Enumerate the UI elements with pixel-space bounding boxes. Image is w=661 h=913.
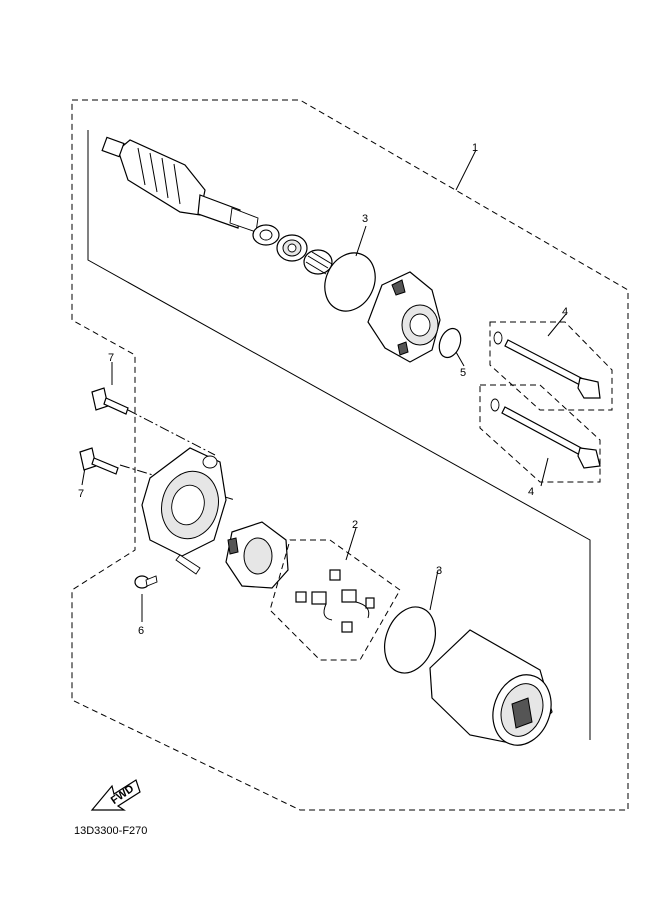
callout-5: 5 [460, 367, 466, 379]
leader-1 [455, 149, 477, 191]
callout-1: 1 [472, 142, 478, 154]
callout-2: 2 [352, 519, 358, 531]
brush-holder [225, 521, 289, 589]
armature [101, 136, 259, 233]
o-ring-lower [384, 606, 436, 674]
assembly-boundary-dashed [71, 99, 629, 811]
axis-upper-bolt [127, 409, 216, 456]
leader-2 [345, 527, 357, 561]
callout-7-top: 7 [108, 352, 114, 364]
mounting-bolt-upper [91, 387, 129, 415]
rear-cover [141, 447, 227, 575]
leader-4-top [547, 313, 567, 337]
leader-5 [455, 351, 465, 367]
callout-4-top: 4 [562, 306, 568, 318]
bolt-group-top-box [489, 321, 613, 411]
bearing [276, 234, 308, 262]
callout-3-top: 3 [362, 213, 368, 225]
brush-set [295, 569, 375, 633]
drawing-code: 13D3300-F270 [74, 825, 147, 837]
long-bolt-upper [493, 331, 601, 399]
callout-6: 6 [138, 625, 144, 637]
o-ring-small [438, 327, 462, 359]
yoke-housing [429, 629, 553, 746]
callout-3-bottom: 3 [436, 565, 442, 577]
bolt-group-bottom-box [479, 384, 601, 483]
main-group-outline [87, 130, 591, 740]
brush-set-box [269, 539, 401, 661]
leader-4-bottom [540, 457, 549, 487]
front-cover [367, 271, 441, 363]
callout-4-bottom: 4 [528, 486, 534, 498]
fwd-arrow [90, 779, 141, 811]
leader-3-bottom [429, 569, 439, 611]
callout-7-bottom: 7 [78, 488, 84, 500]
leader-3-top [355, 225, 367, 257]
screw-small [134, 575, 158, 589]
washer [252, 224, 280, 246]
o-ring-upper [324, 252, 376, 312]
long-bolt-lower [490, 398, 601, 469]
mounting-bolt-lower [79, 447, 119, 475]
needle-bearing [303, 249, 333, 275]
